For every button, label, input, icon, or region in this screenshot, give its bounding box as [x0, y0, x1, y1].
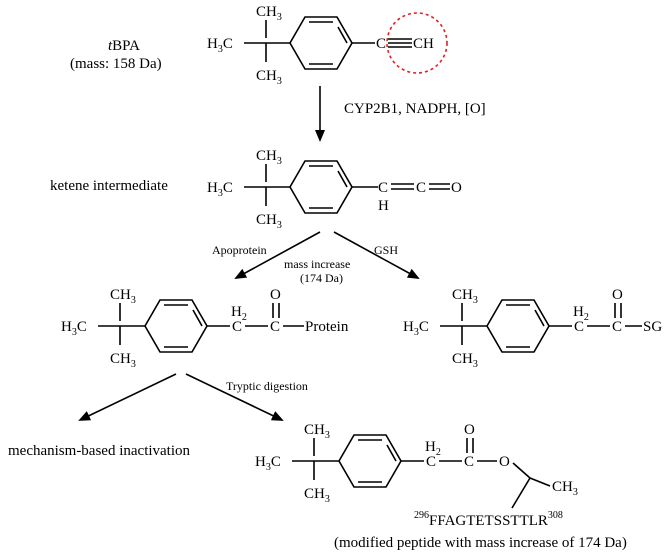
- gsh-c1: C: [574, 319, 584, 335]
- gsh-label: GSH: [374, 243, 398, 257]
- tbpa-label: tBPA: [108, 38, 140, 54]
- peptide-c2: C: [464, 454, 474, 470]
- peptide-caption: (modified peptide with mass increase of …: [334, 535, 627, 551]
- arrow-inactivation: [78, 373, 177, 421]
- methyl-left-1: H3C: [207, 36, 233, 55]
- peptide-ch3: CH3: [552, 479, 578, 498]
- ketene-c2: C: [416, 180, 426, 196]
- methyl-left-5: H3C: [255, 454, 281, 473]
- gsh-o: O: [612, 287, 623, 303]
- methyl-top-1: CH3: [256, 4, 282, 23]
- methyl-top-4: CH3: [452, 287, 478, 306]
- peptide-ester-o: O: [499, 454, 510, 470]
- reagents-label: CYP2B1, NADPH, [O]: [344, 101, 486, 117]
- adduct-c2: C: [270, 319, 280, 335]
- methyl-left-4: H3C: [403, 319, 429, 338]
- gsh-adduct-molecule: CH3 H3C CH3 C H2 C O SG: [403, 287, 662, 370]
- inactivation-label: mechanism-based inactivation: [8, 443, 191, 459]
- ethynyl-highlight-circle: [386, 12, 448, 74]
- adduct-o: O: [270, 287, 281, 303]
- methyl-top-3: CH3: [110, 287, 136, 306]
- ketene-label: ketene intermediate: [50, 178, 168, 194]
- peptide-sequence: 296FFAGTETSSTTLR308: [414, 510, 563, 529]
- arrow-gsh: [333, 231, 420, 279]
- tryptic-label: Tryptic digestion: [226, 379, 308, 393]
- tbpa-mass: (mass: 158 Da): [70, 56, 162, 72]
- methyl-left-3: H3C: [61, 319, 87, 338]
- ketene-h: H: [378, 198, 389, 214]
- apoprotein-label: Apoprotein: [212, 243, 267, 257]
- methyl-bottom-3: CH3: [110, 351, 136, 370]
- methyl-left-2: H3C: [207, 180, 233, 199]
- ketene-molecule: CH3 H3C CH3 C H C O: [207, 148, 462, 231]
- protein-adduct-molecule: CH3 H3C CH3 C H2 C O Protein: [61, 287, 349, 370]
- adduct-protein: Protein: [305, 319, 349, 335]
- gsh-sg: SG: [643, 319, 662, 335]
- gsh-c2: C: [612, 319, 622, 335]
- arrow-apoprotein: [234, 231, 321, 279]
- peptide-carbonyl-o: O: [464, 422, 475, 438]
- methyl-bottom-5: CH3: [304, 486, 330, 505]
- gsh-h2: H2: [573, 304, 589, 323]
- arrow-tryptic: [185, 373, 284, 421]
- mass-increase-line2: (174 Da): [300, 271, 343, 285]
- ketene-o: O: [451, 180, 462, 196]
- peptide-h2: H2: [425, 439, 441, 458]
- adduct-c1: C: [232, 319, 242, 335]
- methyl-bottom-1: CH3: [256, 68, 282, 87]
- peptide-c1: C: [426, 454, 436, 470]
- methyl-bottom-4: CH3: [452, 351, 478, 370]
- adduct-h2: H2: [231, 304, 247, 323]
- ketene-c1: C: [378, 180, 388, 196]
- peptide-adduct-molecule: CH3 H3C CH3 C H2 C O O CH3: [255, 422, 578, 509]
- methyl-top-2: CH3: [256, 148, 282, 167]
- methyl-bottom-2: CH3: [256, 212, 282, 231]
- mass-increase-line1: mass increase: [284, 257, 350, 271]
- alkyne-ch: CH: [413, 36, 434, 52]
- methyl-top-5: CH3: [304, 422, 330, 441]
- tbpa-molecule: CH3 H3C CH3 C CH: [207, 4, 448, 87]
- alkyne-c: C: [376, 36, 386, 52]
